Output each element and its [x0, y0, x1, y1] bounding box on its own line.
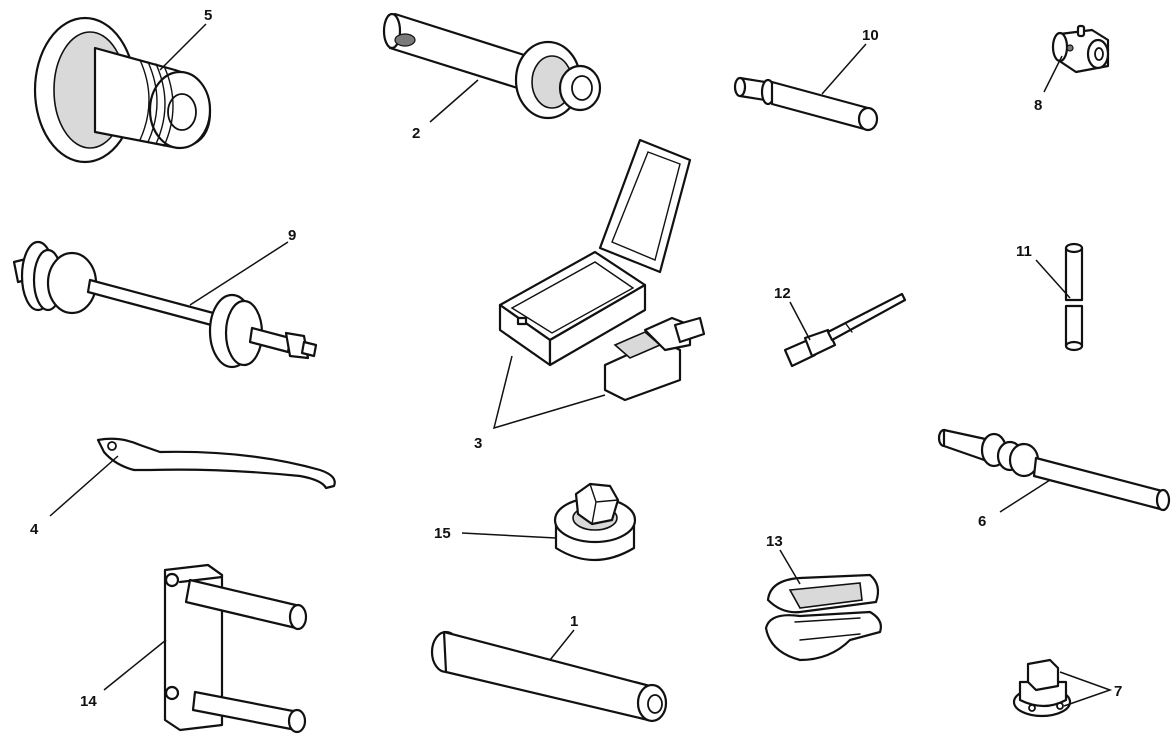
callout-1: 1	[570, 613, 578, 630]
callout-13: 13	[766, 533, 783, 550]
tool-1-cylinder	[430, 630, 668, 723]
callout-11: 11	[1016, 243, 1032, 260]
tool-7-stud	[1012, 658, 1072, 718]
tool-11-split-rod	[1064, 242, 1084, 352]
tool-2-flanged-bar	[382, 12, 602, 120]
tool-12-drift	[783, 292, 907, 368]
callout-10: 10	[862, 27, 879, 44]
callout-15: 15	[434, 525, 451, 542]
callout-12: 12	[774, 285, 791, 302]
tool-3-box-and-fixture	[498, 138, 706, 402]
tool-15-hex-cup	[553, 482, 637, 562]
callout-2: 2	[412, 125, 420, 142]
tool-13-split-collar	[764, 573, 882, 662]
tool-14-frame	[163, 563, 308, 734]
callout-5: 5	[204, 7, 212, 24]
leader-lines	[49, 23, 1113, 707]
tool-9-puller-bar	[12, 240, 318, 369]
tool-10-pin	[733, 76, 879, 132]
callout-labels: 5 2 10 8 9 3 12 11 4 6 15 13 14 1 7	[30, 7, 1122, 710]
callout-9: 9	[288, 227, 296, 244]
callout-8: 8	[1034, 97, 1042, 114]
callout-3: 3	[474, 435, 482, 452]
callout-4: 4	[30, 521, 39, 538]
tool-8-block	[1051, 24, 1110, 74]
callout-6: 6	[978, 513, 986, 530]
callout-7: 7	[1114, 683, 1122, 700]
callout-14: 14	[80, 693, 97, 710]
tool-5-threaded-sleeve	[33, 16, 212, 164]
tool-6-stepped-bar	[937, 428, 1171, 512]
tool-4-hook-spanner	[96, 437, 336, 490]
